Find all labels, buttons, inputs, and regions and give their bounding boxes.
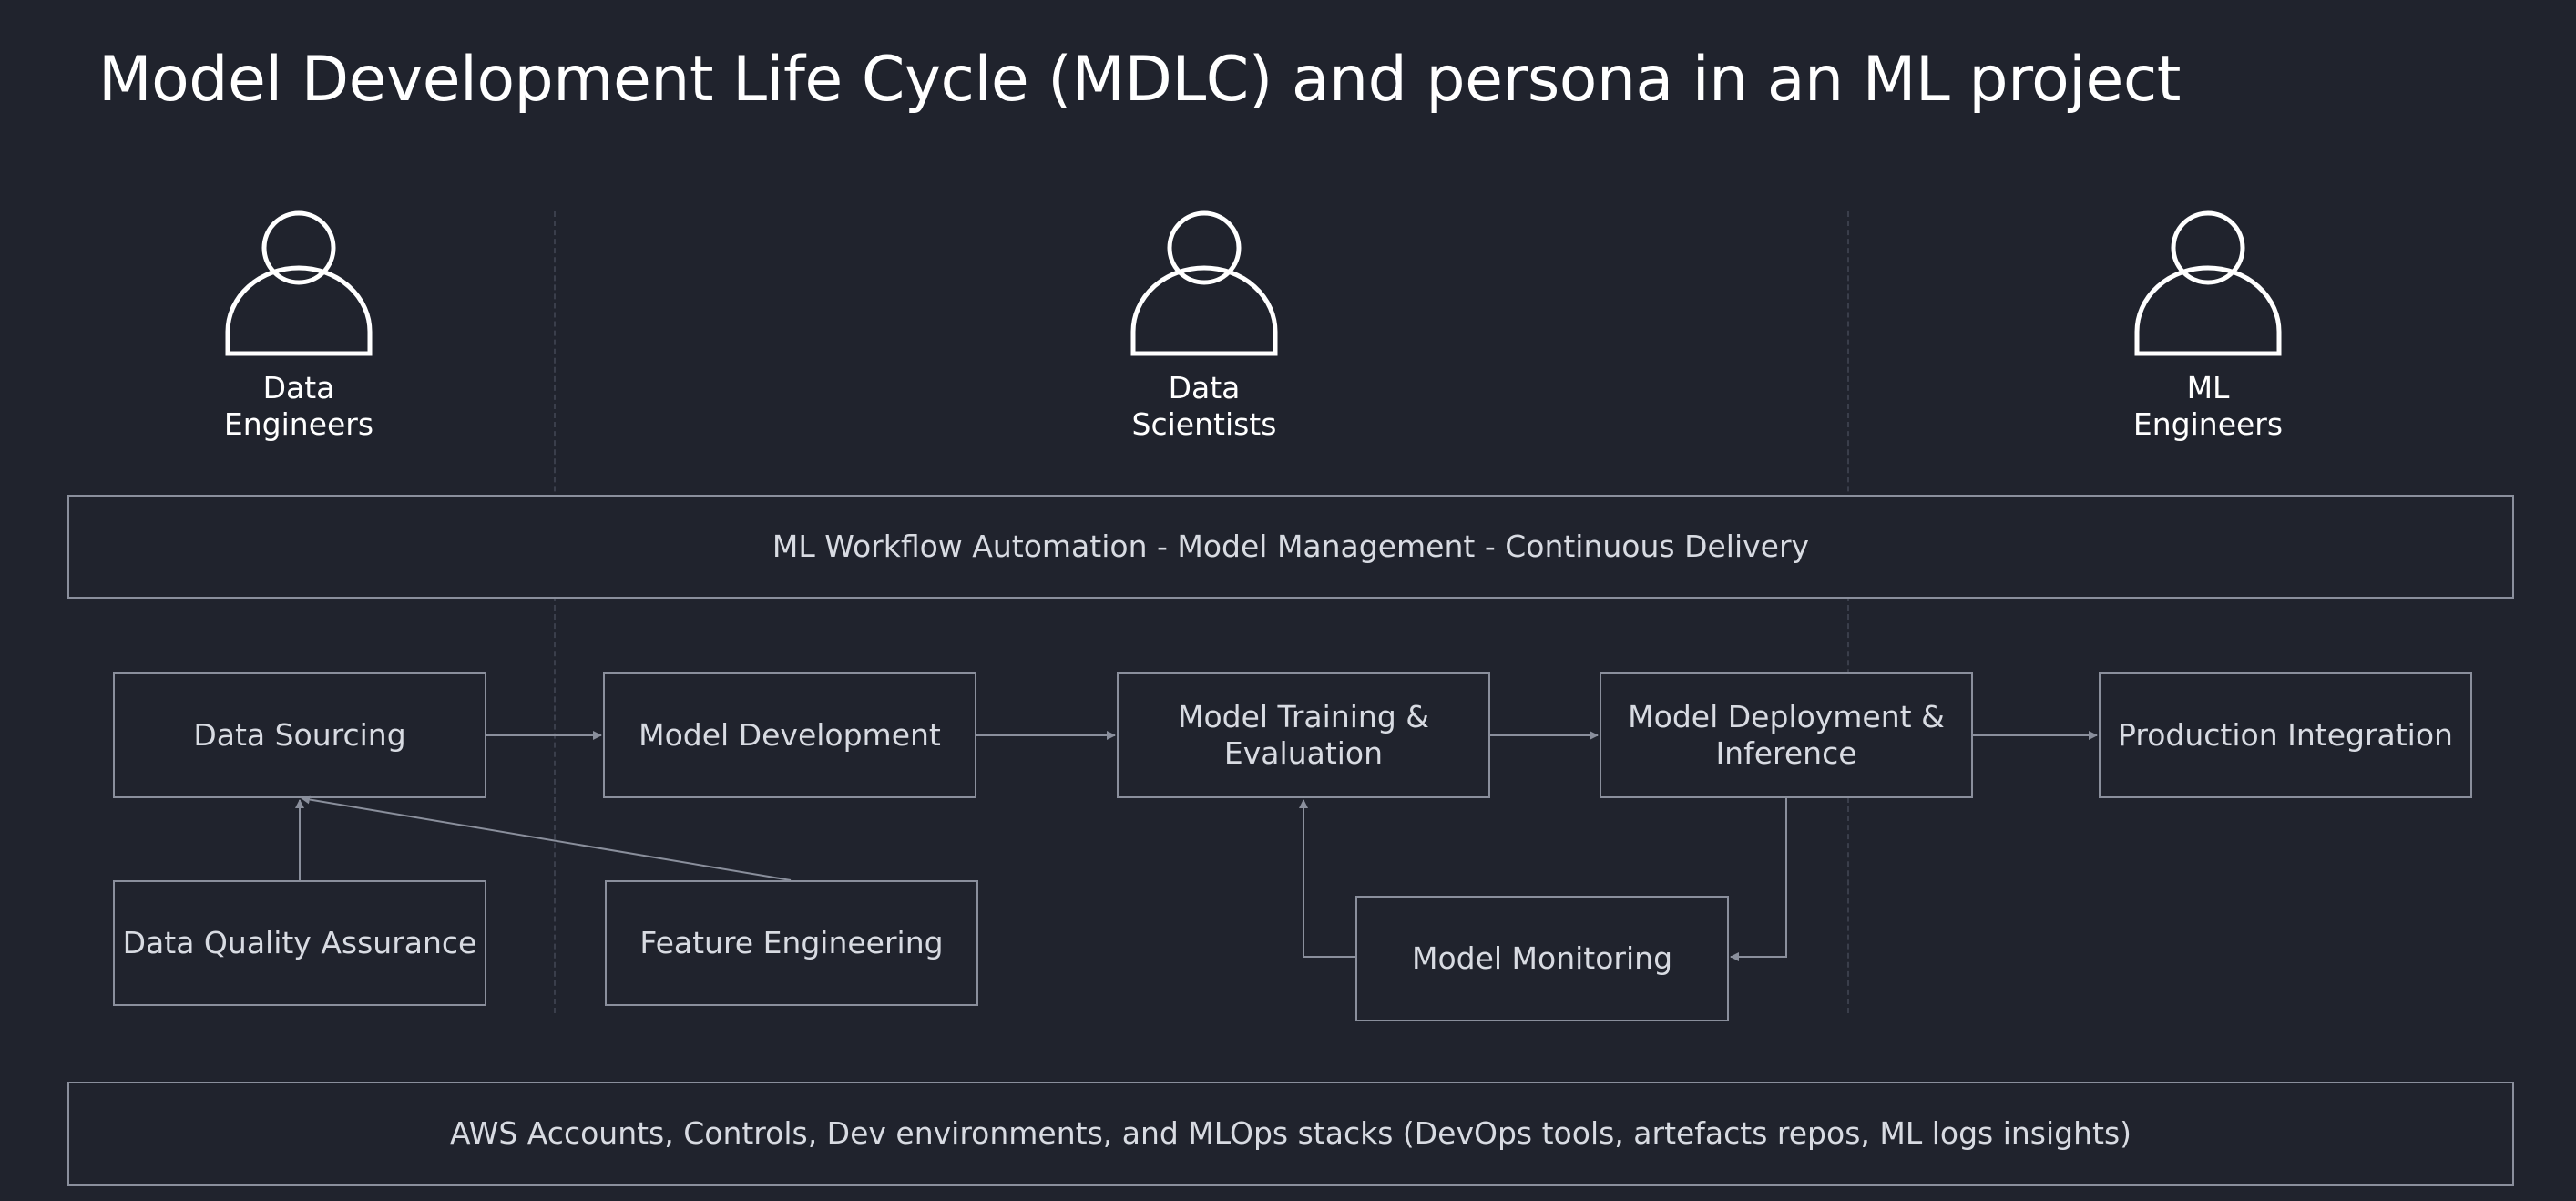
arrow-monitoring-to-training bbox=[1299, 799, 1355, 958]
arrow-deployment-to-monitoring bbox=[1730, 798, 1787, 961]
step-model-development: Model Development bbox=[603, 672, 976, 798]
band-label: AWS Accounts, Controls, Dev environments… bbox=[449, 1115, 2132, 1151]
user-icon bbox=[2134, 210, 2282, 356]
step-label: Model Deployment & Inference bbox=[1628, 699, 1945, 771]
step-model-training-evaluation: Model Training & Evaluation bbox=[1117, 672, 1490, 798]
band-aws-accounts: AWS Accounts, Controls, Dev environments… bbox=[67, 1082, 2514, 1186]
divider-right bbox=[1847, 211, 1849, 1013]
step-label: Model Monitoring bbox=[1411, 940, 1673, 976]
step-label: Feature Engineering bbox=[639, 925, 944, 960]
step-model-deployment-inference: Model Deployment & Inference bbox=[1600, 672, 1973, 798]
step-feature-engineering: Feature Engineering bbox=[605, 880, 978, 1006]
step-data-quality-assurance: Data Quality Assurance bbox=[113, 880, 486, 1006]
persona-label: Data Scientists bbox=[1131, 370, 1277, 442]
persona-data-scientists: Data Scientists bbox=[1068, 208, 1341, 443]
step-data-sourcing: Data Sourcing bbox=[113, 672, 486, 798]
persona-data-engineers: Data Engineers bbox=[162, 208, 435, 443]
step-label: Model Development bbox=[639, 717, 941, 753]
step-label: Model Training & Evaluation bbox=[1177, 699, 1429, 771]
step-label: Production Integration bbox=[2118, 717, 2453, 753]
persona-label: Data Engineers bbox=[223, 370, 374, 442]
arrow-feature-to-sourcing bbox=[301, 795, 792, 881]
step-production-integration: Production Integration bbox=[2099, 672, 2472, 798]
user-icon bbox=[225, 210, 373, 356]
step-model-monitoring: Model Monitoring bbox=[1355, 896, 1729, 1021]
persona-ml-engineers: ML Engineers bbox=[2071, 208, 2345, 443]
divider-left bbox=[554, 211, 556, 1013]
step-label: Data Sourcing bbox=[193, 717, 406, 753]
step-label: Data Quality Assurance bbox=[122, 925, 477, 960]
persona-label: ML Engineers bbox=[2132, 370, 2284, 442]
page-title: Model Development Life Cycle (MDLC) and … bbox=[98, 44, 2181, 116]
band-workflow-automation: ML Workflow Automation - Model Managemen… bbox=[67, 495, 2514, 599]
band-label: ML Workflow Automation - Model Managemen… bbox=[772, 529, 1810, 564]
user-icon bbox=[1130, 210, 1278, 356]
